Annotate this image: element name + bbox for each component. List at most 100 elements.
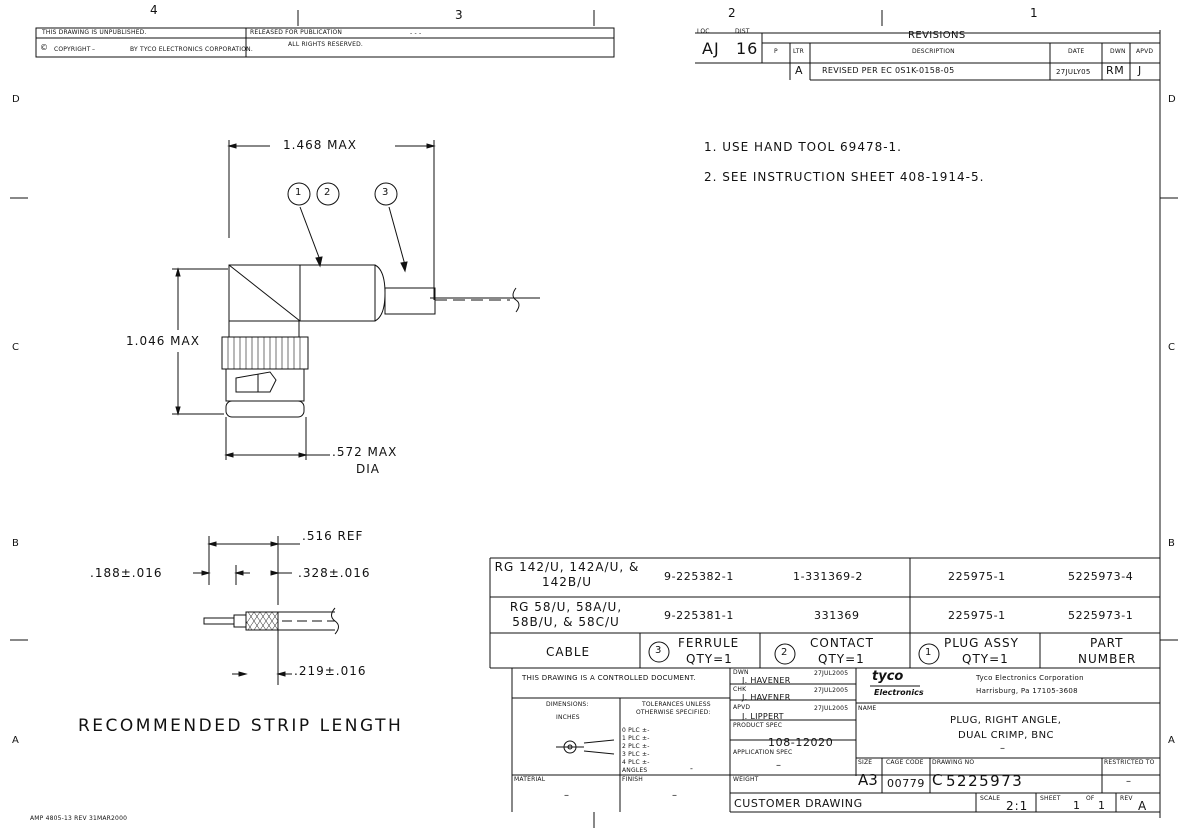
- chk-label: CHK: [733, 686, 747, 693]
- scale-value: 2:1: [1006, 799, 1029, 813]
- hdr-number: NUMBER: [1078, 652, 1137, 666]
- rev-col-ltr: LTR: [793, 48, 804, 55]
- name-line-2: DUAL CRIMP, BNC: [958, 730, 1054, 741]
- cage-label: CAGE CODE: [886, 759, 924, 766]
- row2-ferrule: 9-225381-1: [664, 609, 734, 622]
- customer-drawing: CUSTOMER DRAWING: [734, 797, 863, 810]
- dim-dia-max: .572 MAX: [332, 445, 398, 459]
- scale-label: SCALE: [980, 795, 1001, 802]
- name-line-1: PLUG, RIGHT ANGLE,: [950, 715, 1062, 726]
- drawing-prefix: C: [932, 771, 943, 789]
- product-spec-label: PRODUCT SPEC: [733, 722, 783, 729]
- controlled-notice: THIS DRAWING IS A CONTROLLED DOCUMENT.: [522, 674, 697, 682]
- released-label: RELEASED FOR PUBLICATION: [250, 29, 343, 36]
- angles-value: -: [690, 764, 694, 773]
- hdr-ferrule: FERRULE: [678, 636, 740, 650]
- zone-label-top-2: 2: [728, 6, 737, 20]
- tol-2: 2 PLC ±-: [622, 743, 650, 750]
- otherwise-label: OTHERWISE SPECIFIED:: [636, 709, 711, 716]
- chk-name: J. HAVENER: [742, 693, 791, 702]
- row1-ferrule: 9-225382-1: [664, 570, 734, 583]
- rev-col-p: P: [774, 48, 778, 55]
- footer-form-number: AMP 4805-13 REV 31MAR2000: [30, 815, 128, 822]
- angles-label: ANGLES: [622, 767, 648, 774]
- finish-value: –: [672, 790, 678, 801]
- hdr-part: PART: [1090, 636, 1124, 650]
- of-value: 1: [1098, 799, 1106, 812]
- dim-height-max: 1.046 MAX: [126, 334, 200, 348]
- loc-value: AJ: [702, 39, 720, 58]
- hdr-ferrule-num: 3: [655, 645, 662, 656]
- row1-contact: 1-331369-2: [793, 570, 863, 583]
- tol-0: 0 PLC ±-: [622, 727, 650, 734]
- balloon-3: 3: [382, 187, 389, 198]
- loc-label: LOC: [697, 28, 710, 35]
- chk-date: 27JUL2005: [814, 687, 849, 694]
- hdr-contact: CONTACT: [810, 636, 874, 650]
- released-value: - - -: [410, 30, 422, 37]
- material-label: MATERIAL: [514, 776, 546, 783]
- sheet-label: SHEET: [1040, 795, 1061, 802]
- size-label: SIZE: [858, 759, 873, 766]
- zone-label-right-a: A: [1168, 735, 1176, 746]
- revisions-title: REVISIONS: [908, 30, 966, 41]
- zone-label-right-b: B: [1168, 538, 1176, 549]
- sheet-value: 1: [1073, 799, 1081, 812]
- zone-label-top-1: 1: [1030, 6, 1039, 20]
- weight-label: WEIGHT: [733, 776, 759, 783]
- dim-length-max: 1.468 MAX: [283, 138, 357, 152]
- hdr-cable: CABLE: [546, 645, 591, 659]
- note-2: 2. SEE INSTRUCTION SHEET 408-1914-5.: [704, 170, 985, 184]
- material-value: –: [564, 790, 570, 801]
- name-line-3: –: [1000, 743, 1006, 754]
- apvd-name: J. LIPPERT: [742, 712, 784, 721]
- row1-plug: 225975-1: [948, 570, 1006, 583]
- apvd-label: APVD: [733, 704, 751, 711]
- rev-col-dwn: DWN: [1110, 48, 1126, 55]
- rev-col-date: DATE: [1068, 48, 1085, 55]
- rev-row-dwn: RM: [1106, 64, 1125, 77]
- rev-row-apvd: J: [1138, 64, 1142, 77]
- apvd-date: 27JUL2005: [814, 705, 849, 712]
- app-spec: –: [776, 760, 782, 771]
- balloon-1: 1: [295, 187, 302, 198]
- dim-strip-a: .188±.016: [90, 566, 163, 580]
- zone-label-left-d: D: [12, 94, 21, 105]
- app-spec-label: APPLICATION SPEC: [733, 749, 793, 756]
- inches-label: INCHES: [556, 714, 580, 721]
- note-1: 1. USE HAND TOOL 69478-1.: [704, 140, 902, 154]
- company-name: Tyco Electronics Corporation: [976, 674, 1084, 682]
- dim-strip-b: .328±.016: [298, 566, 371, 580]
- dwn-name: J. HAVENER: [742, 676, 791, 685]
- dist-label: DIST: [735, 28, 750, 35]
- finish-label: FINISH: [622, 776, 643, 783]
- tolerances-label: TOLERANCES UNLESS: [642, 701, 711, 708]
- brand-logo: tyco: [872, 669, 904, 684]
- restricted-label: RESTRICTED TO: [1104, 759, 1155, 766]
- tol-4: 4 PLC ±-: [622, 759, 650, 766]
- row2-contact: 331369: [814, 609, 860, 622]
- product-spec: 108-12020: [768, 736, 834, 749]
- zone-label-right-d: D: [1168, 94, 1177, 105]
- hdr-plug-qty: QTY=1: [962, 652, 1009, 666]
- unpublished-notice: THIS DRAWING IS UNPUBLISHED.: [42, 29, 147, 36]
- zone-label-left-c: C: [12, 342, 20, 353]
- rev-row-date: 27JULY05: [1056, 68, 1091, 76]
- row2-cable: RG 58/U, 58A/U, 58B/U, & 58C/U: [509, 600, 623, 629]
- drawing-number: 5225973: [946, 772, 1024, 790]
- copyright-year: –: [92, 46, 96, 53]
- dim-strip-c: .219±.016: [294, 664, 367, 678]
- rights-reserved: ALL RIGHTS RESERVED.: [288, 41, 364, 48]
- zone-label-left-a: A: [12, 735, 20, 746]
- rev-label: REV: [1120, 795, 1133, 802]
- row1-part: 5225973-4: [1068, 570, 1134, 583]
- rev-row-ltr: A: [795, 64, 804, 77]
- dim-ref: .516 REF: [302, 529, 364, 543]
- company-address: Harrisburg, Pa 17105-3608: [976, 687, 1078, 695]
- rev-value: A: [1138, 799, 1148, 813]
- dwn-date: 27JUL2005: [814, 670, 849, 677]
- drawing-no-label: DRAWING NO: [932, 759, 975, 766]
- zone-label-left-b: B: [12, 538, 20, 549]
- balloon-2: 2: [324, 187, 331, 198]
